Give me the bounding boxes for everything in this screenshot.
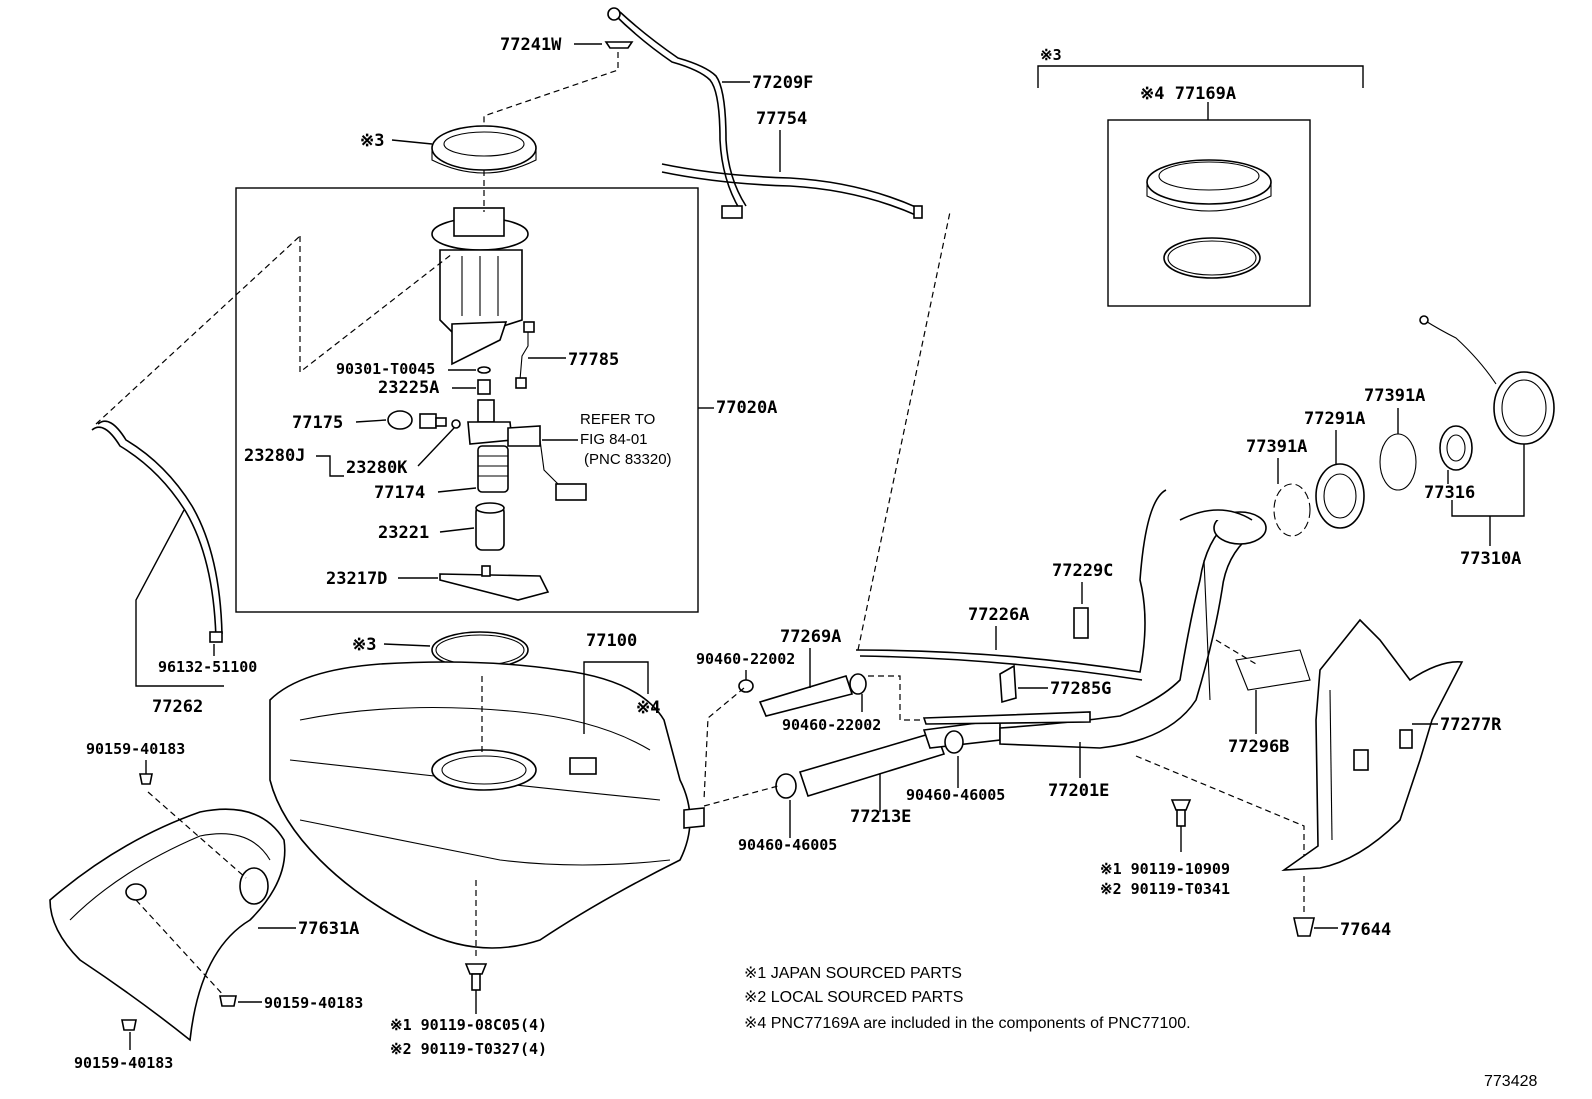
label-77269A: 77269A [780,627,841,647]
bolt-tank-label-1: ※1 90119-08C05(4) [390,1016,547,1034]
label-90460-46005-b: 90460-46005 [738,836,837,854]
label-90159-b: 90159-40183 [264,994,363,1012]
pump-assembly-box [235,187,699,613]
label-77316: 77316 [1424,483,1475,503]
label-77391A-a: 77391A [1246,437,1307,457]
filler-hose-77213E [703,719,1001,807]
label-23221: 23221 [378,523,429,543]
label-77174: 77174 [374,483,425,503]
label-77241W: 77241W [500,35,562,55]
label-77213E: 77213E [850,807,911,827]
bolt-filler-label-2: ※2 90119-T0341 [1100,880,1230,898]
vent-lines-top [483,7,923,219]
filler-bolt [1170,799,1192,852]
clip-77644 [1293,917,1315,937]
label-77209F: 77209F [752,73,813,93]
ring-top-note: ※3 [360,131,384,151]
label-77644: 77644 [1340,920,1391,940]
label-77100: 77100 [586,631,637,651]
label-77277R: 77277R [1440,715,1502,735]
label-77296B: 77296B [1228,737,1289,757]
label-23225A: 23225A [378,378,439,398]
refer-line-3: (PNC 83320) [584,451,672,468]
label-90460-46005-a: 90460-46005 [906,786,1005,804]
label-77226A: 77226A [968,605,1029,625]
breather-hose-77269A [703,673,920,801]
bolt-tank-label-2: ※2 90119-T0327(4) [390,1040,547,1058]
fuel-tank-77100 [269,631,705,949]
tank-bolt [464,880,488,1014]
label-77391A-b: 77391A [1364,386,1425,406]
label-96132: 96132-51100 [158,658,257,676]
label-77229C: 77229C [1052,561,1113,581]
kit-note-4-label: ※4 77169A [1140,84,1236,104]
label-77201E: 77201E [1048,781,1109,801]
vapor-tube-77262 [91,235,301,643]
figure-number: 773428 [1484,1073,1537,1090]
label-90159-c: 90159-40183 [74,1054,173,1072]
note-line-3: ※4 PNC77169A are included in the compone… [744,1015,1191,1032]
label-90159-a: 90159-40183 [86,740,185,758]
refer-line-1: REFER TO [580,411,655,428]
note-line-1: ※1 JAPAN SOURCED PARTS [744,965,962,982]
filler-neck-parts [1273,315,1555,537]
fuel-pump-module [299,170,587,601]
note-line-2: ※2 LOCAL SOURCED PARTS [744,989,963,1006]
label-77754: 77754 [756,109,807,129]
label-90460-22002-b: 90460-22002 [782,716,881,734]
label-23280K: 23280K [346,458,408,478]
label-77291A: 77291A [1304,409,1365,429]
label-77785: 77785 [568,350,619,370]
label-77285G: 77285G [1050,679,1111,699]
note-4-tank: ※4 [636,698,660,718]
label-77310A: 77310A [1460,549,1521,569]
protector-77277R [1281,618,1464,914]
bolt-filler-label-1: ※1 90119-10909 [1100,860,1230,878]
label-77262: 77262 [152,697,203,717]
gasket-note: ※3 [352,635,376,655]
heat-shield-77631A [49,791,286,1042]
kit-bracket [1037,65,1364,307]
label-77020A: 77020A [716,398,777,418]
filler-pipe-77201E [855,211,1311,868]
label-90460-22002-a: 90460-22002 [696,650,795,668]
kit-note-3: ※3 [1040,46,1062,64]
label-23217D: 23217D [326,569,387,589]
label-77175: 77175 [292,413,343,433]
label-23280J: 23280J [244,446,305,466]
retainer-ring-top [431,125,537,174]
label-77631A: 77631A [298,919,359,939]
refer-line-2: FIG 84-01 [580,431,648,448]
label-90301: 90301-T0045 [336,360,435,378]
